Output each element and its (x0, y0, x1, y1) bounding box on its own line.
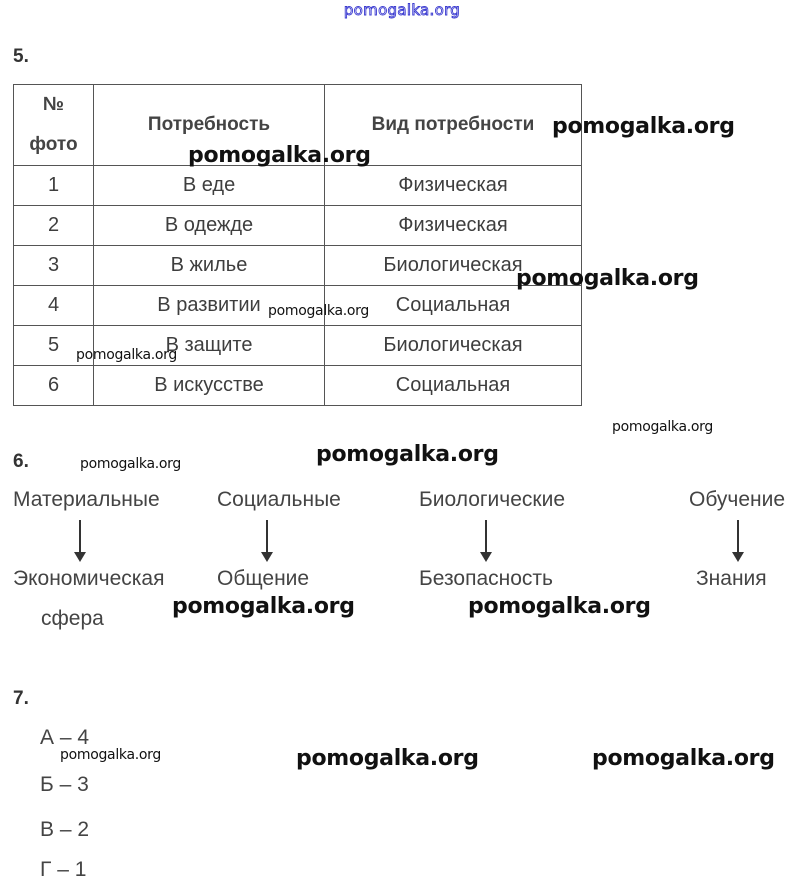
task-7-number: 7. (13, 688, 29, 709)
flow-top-learning: Обучение (689, 488, 786, 511)
task-6-number: 6. (13, 451, 29, 472)
row-need: В жилье (93, 245, 325, 286)
table-row: 6 В искусстве Социальная (13, 365, 582, 406)
answer-item: Г – 1 (40, 858, 87, 881)
table-row: 5 В защите Биологическая (13, 325, 582, 366)
task-5-number: 5. (13, 46, 29, 67)
row-num: 1 (13, 165, 94, 206)
flow-bottom-sphere: сфера (41, 607, 104, 630)
row-type: Социальная (324, 365, 582, 406)
table-row: 1 В еде Физическая (13, 165, 582, 206)
row-num: 5 (13, 325, 94, 366)
row-type: Социальная (324, 285, 582, 326)
row-num: 2 (13, 205, 94, 246)
answer-item: А – 4 (40, 726, 90, 749)
row-num: 4 (13, 285, 94, 326)
watermark: pomogalka.org (268, 303, 369, 319)
flow-top-biological: Биологические (419, 488, 566, 511)
watermark: pomogalka.org (76, 347, 177, 363)
watermark: pomogalka.org (60, 747, 161, 763)
header-num-symbol: № (42, 94, 65, 115)
answer-item: Б – 3 (40, 773, 89, 796)
row-type: Биологическая (324, 245, 582, 286)
watermark: pomogalka.org (188, 143, 371, 168)
table-row: 4 В развитии Социальная (13, 285, 582, 326)
flow-bottom-communication: Общение (217, 567, 310, 590)
down-arrow-icon (261, 520, 273, 562)
row-type: Биологическая (324, 325, 582, 366)
down-arrow-icon (732, 520, 744, 562)
needs-table: № фото Потребность Вид потребности 1 В е… (13, 84, 582, 406)
table-row: 3 В жилье Биологическая (13, 245, 582, 286)
watermark: pomogalka.org (316, 442, 499, 467)
row-need: В развитии (93, 285, 325, 326)
site-header-logo[interactable]: pomogalka.org (343, 1, 461, 20)
flow-bottom-economic: Экономическая (13, 567, 165, 590)
watermark: pomogalka.org (296, 746, 479, 771)
table-header-row: № фото Потребность Вид потребности (13, 84, 582, 166)
row-type: Физическая (324, 205, 582, 246)
flow-bottom-knowledge: Знания (696, 567, 767, 590)
watermark: pomogalka.org (468, 594, 651, 619)
header-photo-label: фото (29, 134, 78, 155)
watermark: pomogalka.org (516, 266, 699, 291)
watermark: pomogalka.org (612, 419, 713, 435)
flow-top-social: Социальные (217, 488, 341, 511)
table-row: 2 В одежде Физическая (13, 205, 582, 246)
watermark: pomogalka.org (80, 456, 181, 472)
row-need: В еде (93, 165, 325, 206)
flow-top-material: Материальные (13, 488, 160, 511)
row-num: 3 (13, 245, 94, 286)
header-need-type: Вид потребности (324, 84, 582, 166)
watermark: pomogalka.org (552, 114, 735, 139)
answer-item: В – 2 (40, 818, 90, 841)
row-num: 6 (13, 365, 94, 406)
row-need: В одежде (93, 205, 325, 246)
watermark: pomogalka.org (592, 746, 775, 771)
row-type: Физическая (324, 165, 582, 206)
flow-bottom-safety: Безопасность (419, 567, 553, 590)
header-photo-number: № фото (13, 84, 94, 166)
down-arrow-icon (74, 520, 86, 562)
row-need: В искусстве (93, 365, 325, 406)
header-need: Потребность (93, 84, 325, 166)
down-arrow-icon (480, 520, 492, 562)
watermark: pomogalka.org (172, 594, 355, 619)
